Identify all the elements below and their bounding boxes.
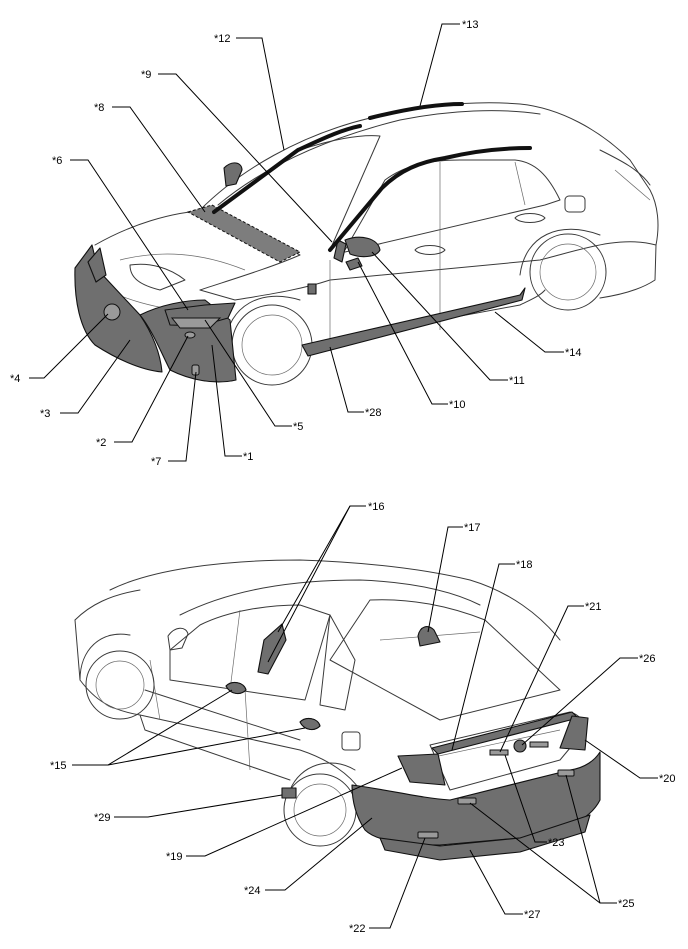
- rocker-panel-moulding: [301, 287, 526, 357]
- callout-13: *13: [462, 19, 479, 31]
- callout-29: *29: [94, 812, 111, 824]
- rear-lamp-left: [397, 753, 446, 786]
- callout-2: *2: [96, 437, 106, 449]
- callout-7: *7: [151, 456, 161, 468]
- callout-11: *11: [509, 375, 525, 387]
- callout-26: *26: [639, 653, 656, 665]
- roof-antenna: [417, 626, 441, 647]
- rear-side-emblem: [281, 787, 297, 799]
- callout-28: *28: [365, 407, 382, 419]
- callout-9: *9: [141, 69, 151, 81]
- side-emblem: [307, 283, 317, 295]
- tow-hook-cover: [184, 331, 196, 339]
- callout-21: *21: [585, 601, 602, 613]
- door-frame-moulding: [328, 146, 532, 252]
- callout-4: *4: [10, 373, 20, 385]
- callout-6: *6: [52, 155, 62, 167]
- callout-15: *15: [50, 760, 67, 772]
- reflector-left: [417, 831, 439, 839]
- callout-24: *24: [244, 885, 261, 897]
- front-door-handle: [299, 717, 321, 731]
- rear-view-car: [74, 559, 586, 847]
- rear-lettering-right: [529, 741, 549, 748]
- callout-5: *5: [293, 421, 303, 433]
- cowl-top-panel: [186, 204, 302, 263]
- callout-10: *10: [449, 399, 466, 411]
- outer-mirror-base: [333, 239, 347, 263]
- callout-8: *8: [94, 102, 104, 114]
- outer-mirror-lower: [345, 257, 363, 271]
- callout-19: *19: [166, 851, 183, 863]
- rear-view-parts: [225, 623, 601, 861]
- callout-labels: *1 *2 *3 *4 *5 *6 *7 *8 *9 *10 *11 *12 *…: [10, 19, 676, 935]
- roof-drip-moulding: [368, 102, 464, 120]
- rear-lamp-right: [559, 715, 589, 751]
- callout-20: *20: [659, 773, 676, 785]
- windshield-moulding: [212, 124, 362, 214]
- rear-emblem: [513, 739, 527, 753]
- reflector-lower-center: [457, 797, 477, 805]
- callout-23: *23: [548, 837, 565, 849]
- callout-25: *25: [618, 898, 635, 910]
- rear-pillar-garnish: [257, 623, 287, 675]
- callout-18: *18: [516, 559, 533, 571]
- front-view-parts: [74, 102, 532, 383]
- callout-12: *12: [214, 33, 231, 45]
- rear-bumper-lower: [379, 814, 591, 861]
- callout-16: *16: [368, 501, 385, 513]
- leader-lines: [29, 23, 658, 929]
- callout-22: *22: [349, 923, 366, 935]
- fog-lamp-cover: [103, 303, 121, 321]
- rear-lettering-left: [489, 749, 509, 756]
- outer-mirror-cover: [344, 236, 381, 258]
- callout-3: *3: [40, 408, 50, 420]
- callout-14: *14: [565, 347, 582, 359]
- callout-27: *27: [524, 909, 541, 921]
- luggage-compartment-garnish: [431, 711, 579, 755]
- callout-17: *17: [464, 522, 481, 534]
- callout-1: *1: [243, 451, 253, 463]
